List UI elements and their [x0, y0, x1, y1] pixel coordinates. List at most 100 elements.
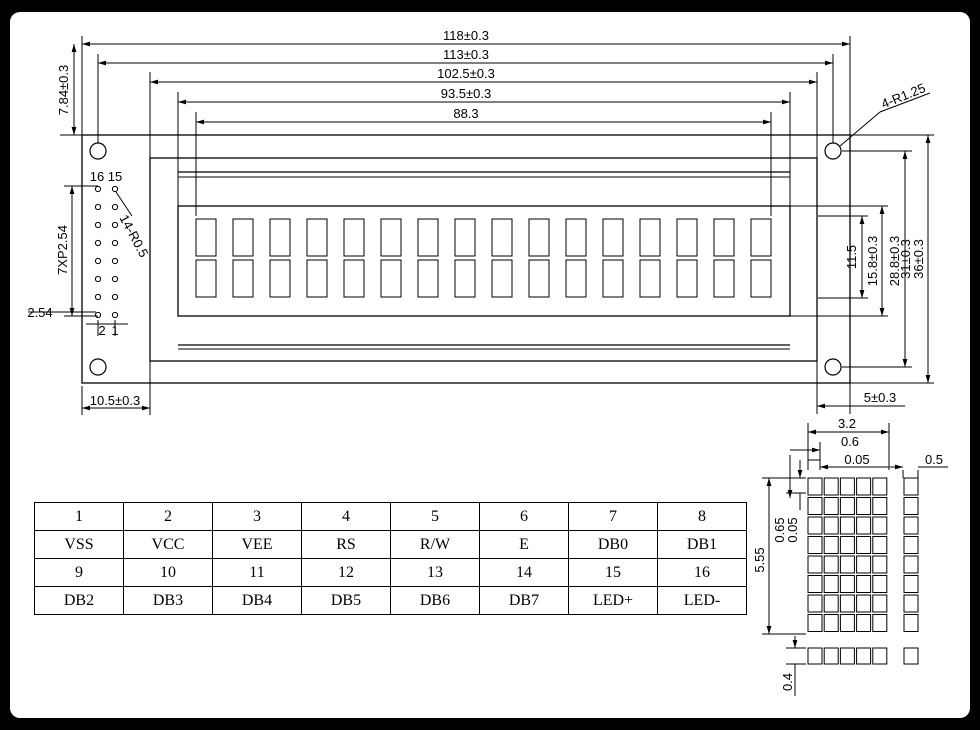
character-cells: [195, 218, 772, 298]
dim-overall-width: 118±0.3: [443, 28, 489, 43]
char-cell: [491, 259, 513, 298]
pin-function: DB3: [123, 586, 213, 615]
mount-hole-icon: [824, 142, 842, 160]
dot-cell: [872, 477, 888, 496]
pin-hole-icon: [111, 257, 119, 265]
char-detail-dims: [762, 423, 948, 696]
dot-cell: [839, 477, 855, 496]
dot-cell: [903, 516, 919, 535]
connector-pins: [94, 185, 119, 319]
dot-cell: [807, 536, 823, 554]
dim-char-width: 3.2: [838, 416, 856, 431]
pin-hole-icon: [111, 293, 119, 301]
char-cell: [380, 259, 402, 298]
dim-top-offset-label: 7.84±0.3: [56, 65, 71, 116]
cursor-cell: [807, 647, 823, 665]
dot-cell: [839, 594, 855, 613]
dot-cell: [807, 516, 823, 535]
pin-label-15: 15: [108, 169, 122, 184]
dot-cell: [856, 536, 872, 554]
char-cell: [232, 259, 254, 298]
dim-dot-gap: 0.05: [844, 452, 869, 467]
dim-view-height: 15.8±0.3: [865, 236, 880, 287]
pin-function: DB4: [212, 586, 302, 615]
char-cell: [528, 259, 550, 298]
dim-cursor-height: 0.4: [780, 673, 795, 691]
bezel-outline: [149, 157, 818, 362]
char-cell: [750, 259, 772, 298]
pin-assignment-table: 1 2 3 4 5 6 7 8 VSS VCC VEE RS R/W E DB0…: [34, 502, 747, 615]
dim-char-area-width: 88.3: [453, 106, 478, 121]
pin-hole-icon: [111, 221, 119, 229]
dot-cell: [839, 516, 855, 535]
lcd-mechanical-drawing: 118±0.3 113±0.3 102.5±0.3 93.5±0.3 88.3 …: [27, 28, 948, 696]
dim-left-edge-offset: 10.5±0.3: [90, 393, 141, 408]
drawing-sheet: 118±0.3 113±0.3 102.5±0.3 93.5±0.3 88.3 …: [10, 12, 970, 718]
cursor-cell: [839, 647, 855, 665]
dot-cell: [807, 575, 823, 593]
pin-number: 2: [123, 502, 213, 531]
view-area: [177, 205, 791, 317]
pin-number: 6: [479, 502, 569, 531]
dot-cell: [823, 555, 839, 574]
dot-cell: [872, 536, 888, 554]
pin-function: VSS: [34, 530, 124, 559]
dim-dot-height-pitch: 0.65: [772, 517, 787, 542]
pin-number: 3: [212, 502, 302, 531]
pin-number: 8: [657, 502, 747, 531]
char-cell: [269, 259, 291, 298]
pcb-outline: [81, 134, 851, 384]
pin-hole-icon: [111, 275, 119, 283]
char-cell: [417, 259, 439, 298]
dot-cell: [872, 594, 888, 613]
dim-active-width: 93.5±0.3: [441, 86, 492, 101]
mounting-holes: [89, 142, 842, 376]
char-cell: [454, 259, 476, 298]
pin-number: 14: [479, 558, 569, 587]
character-dot-detail: [807, 477, 919, 665]
pin-function: LED+: [568, 586, 658, 615]
char-cell: [602, 259, 624, 298]
char-cell: [417, 218, 439, 257]
dim-view-width: 102.5±0.3: [437, 66, 495, 81]
dot-cell: [872, 614, 888, 632]
dot-cell: [872, 516, 888, 535]
pin-function: R/W: [390, 530, 480, 559]
dot-cell: [856, 614, 872, 632]
pin-number: 16: [657, 558, 747, 587]
dot-cell: [872, 575, 888, 593]
dot-cell: [856, 477, 872, 496]
pin-hole-icon: [111, 185, 119, 193]
char-cell: [676, 218, 698, 257]
dim-top-offset: [60, 44, 82, 136]
dot-cell: [903, 575, 919, 593]
char-cell: [565, 259, 587, 298]
pin-number: 10: [123, 558, 213, 587]
pin-hole-icon: [94, 275, 102, 283]
dot-cell: [823, 614, 839, 632]
mount-hole-icon: [824, 358, 842, 376]
dim-dot-size: 0.5: [925, 452, 943, 467]
char-cell: [380, 218, 402, 257]
char-cell: [306, 259, 328, 298]
dot-cell: [823, 497, 839, 515]
dot-cell: [839, 614, 855, 632]
top-dimensions: [81, 36, 851, 216]
pin-hole-icon: [94, 257, 102, 265]
pin-function: VCC: [123, 530, 213, 559]
pin-number: 12: [301, 558, 391, 587]
pin-label-2: 2: [98, 323, 105, 338]
dot-cell: [823, 477, 839, 496]
char-cell: [454, 218, 476, 257]
dot-cell: [839, 497, 855, 515]
pin-function: DB0: [568, 530, 658, 559]
char-cell: [602, 218, 624, 257]
pin-number: 11: [212, 558, 302, 587]
char-cell: [343, 259, 365, 298]
dot-cell: [807, 614, 823, 632]
dim-right-offset: 5±0.3: [864, 390, 896, 405]
dim-dot-height-gap: 0.05: [785, 517, 800, 542]
pin-hole-icon: [111, 311, 119, 319]
char-cell: [639, 259, 661, 298]
pin-label-16: 16: [90, 169, 104, 184]
